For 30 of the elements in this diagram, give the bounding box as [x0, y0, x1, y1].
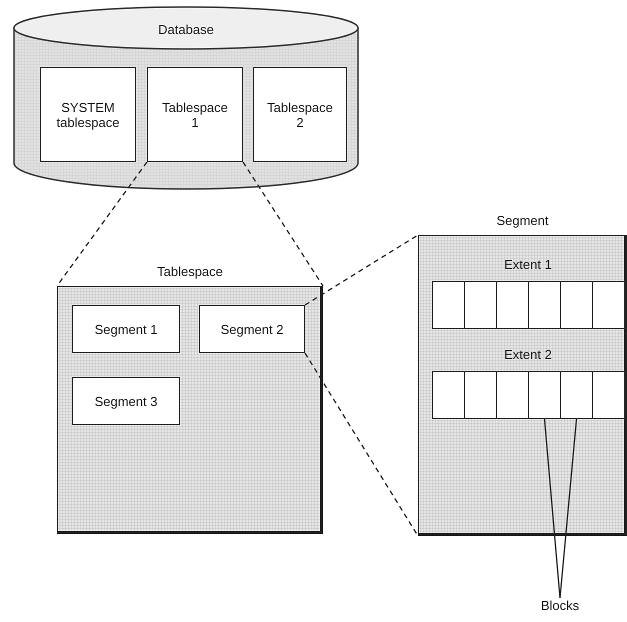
leader-line	[559, 418, 578, 598]
dashed-line	[242, 162, 324, 286]
block-cell	[528, 281, 561, 329]
block-cell	[592, 281, 625, 329]
dashed-line	[56, 162, 148, 286]
block-cell	[528, 371, 561, 419]
block-cell	[464, 371, 497, 419]
block-cell	[496, 371, 529, 419]
panel-heading: Tablespace	[156, 264, 224, 281]
panel-heading: Segment	[495, 213, 550, 230]
block-cell	[592, 371, 625, 419]
block-cell	[432, 281, 465, 329]
block-cell	[560, 281, 593, 329]
cylinder-label: Database	[157, 22, 215, 37]
process-box: Tablespace 2	[253, 67, 347, 162]
extent-label: Extent 2	[503, 347, 553, 364]
dashed-line	[304, 234, 418, 306]
dashed-line	[304, 352, 419, 536]
block-cell	[560, 371, 593, 419]
block-cell	[432, 371, 465, 419]
block-cell	[464, 281, 497, 329]
block-cell	[496, 281, 529, 329]
process-box: Segment 1	[72, 305, 180, 353]
process-box: Segment 2	[199, 305, 305, 353]
process-box: SYSTEM tablespace	[40, 67, 136, 162]
blocks-label: Blocks	[530, 598, 590, 616]
extent-label: Extent 1	[503, 257, 553, 274]
process-box: Tablespace 1	[147, 67, 243, 162]
leader-line	[544, 418, 561, 598]
process-box: Segment 3	[72, 377, 180, 425]
